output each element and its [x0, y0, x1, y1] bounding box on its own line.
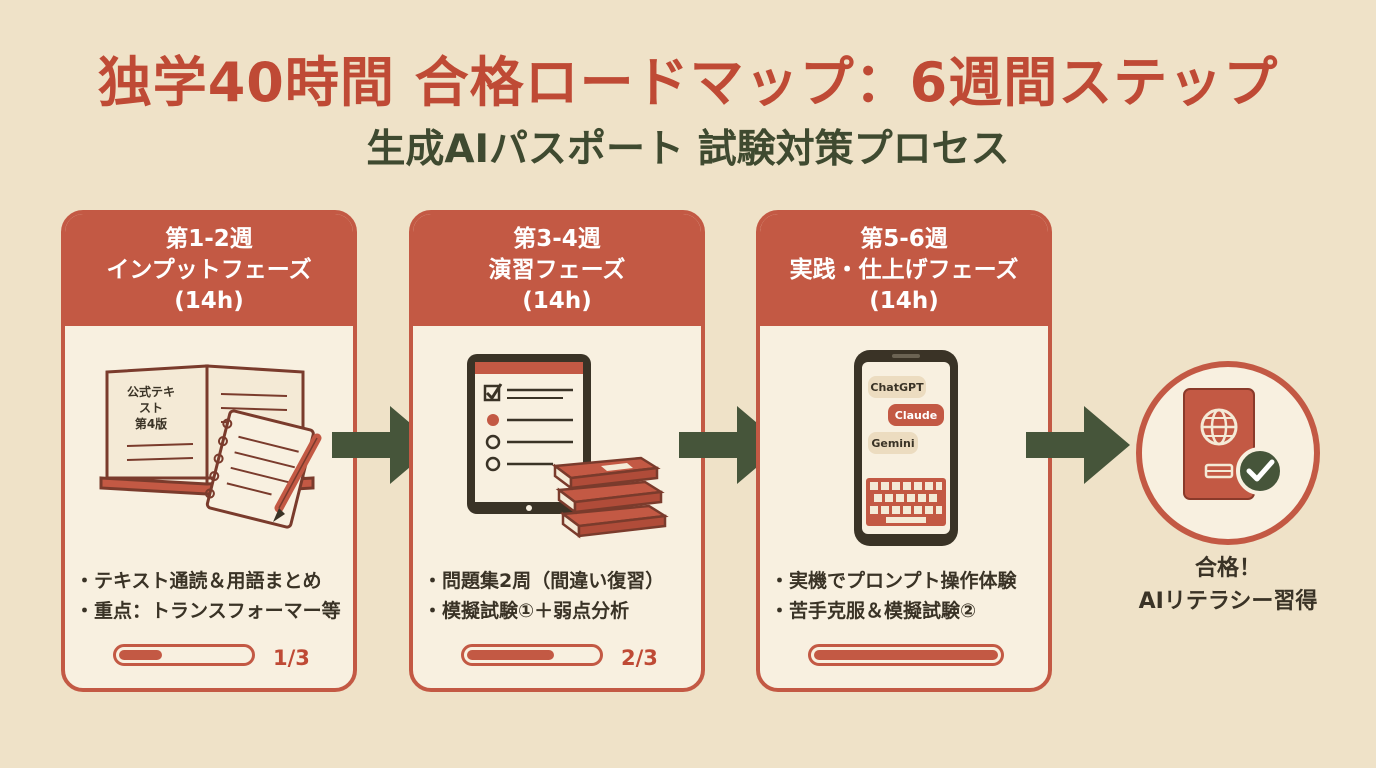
phase-card-header: 第3-4週 演習フェーズ (14h)	[413, 214, 701, 326]
phase-name: 実践・仕上げフェーズ	[789, 257, 1019, 283]
book-label-line1: 公式テキ	[127, 384, 175, 399]
phase-card-input: 第1-2週 インプットフェーズ (14h) 公式テキ スト 第4版	[61, 210, 357, 692]
goal-badge	[1136, 361, 1320, 545]
passport-check-icon	[1183, 388, 1284, 500]
bullet-item: 問題集2周（間違い復習）	[423, 566, 701, 596]
bullet-item: 苦手克服＆模擬試験②	[770, 596, 1048, 626]
goal-label: 合格！ AIリテラシー習得	[1100, 552, 1356, 618]
progress-fill	[119, 650, 162, 660]
page-subtitle: 生成AIパスポート 試験対策プロセス	[366, 127, 1010, 172]
phase-bullets: 問題集2周（間違い復習） 模擬試験①＋弱点分析	[423, 566, 701, 626]
bullet-item: 重点：トランスフォーマー等	[75, 596, 353, 626]
page-title: 独学40時間 合格ロードマップ：6週間ステップ	[97, 51, 1279, 114]
book-label-line3: 第4版	[135, 416, 167, 431]
chat-bubble-claude: Claude	[895, 409, 937, 422]
phase-card-final: 第5-6週 実践・仕上げフェーズ (14h) ChatGPT Claude Ge…	[756, 210, 1052, 692]
progress-fill	[814, 650, 998, 660]
progress-fill	[467, 650, 554, 660]
phase-week: 第1-2週	[165, 226, 253, 252]
phase-name: インプットフェーズ	[106, 257, 312, 283]
phase-bullets: 実機でプロンプト操作体験 苦手克服＆模擬試験②	[770, 566, 1048, 626]
goal-line2: AIリテラシー習得	[1138, 589, 1318, 614]
tablet-checklist-icon	[467, 354, 669, 539]
phase-week: 第3-4週	[513, 226, 601, 252]
phase-hours: (14h)	[522, 288, 592, 314]
chat-bubble-chatgpt: ChatGPT	[870, 381, 924, 394]
progress-label: 2/3	[621, 646, 658, 670]
goal-line1: 合格！	[1194, 556, 1261, 581]
book-label-line2: スト	[139, 401, 163, 415]
bullet-item: 実機でプロンプト操作体験	[770, 566, 1048, 596]
phase-hours: (14h)	[174, 288, 244, 314]
phase-card-header: 第1-2週 インプットフェーズ (14h)	[65, 214, 353, 326]
bullet-item: テキスト通読＆用語まとめ	[75, 566, 353, 596]
phase-card-header: 第5-6週 実践・仕上げフェーズ (14h)	[760, 214, 1048, 326]
bullet-item: 模擬試験①＋弱点分析	[423, 596, 701, 626]
chat-bubble-gemini: Gemini	[871, 437, 914, 450]
phase-week: 第5-6週	[860, 226, 948, 252]
progress-label: 1/3	[273, 646, 310, 670]
phase-name: 演習フェーズ	[488, 257, 626, 283]
progress-bar	[113, 644, 255, 666]
open-book-notebook-icon: 公式テキ スト 第4版	[99, 364, 322, 529]
phase-hours: (14h)	[869, 288, 939, 314]
progress-bar	[461, 644, 603, 666]
phase-card-practice: 第3-4週 演習フェーズ (14h) 問題集2	[409, 210, 705, 692]
arrow-right-icon	[1026, 406, 1130, 484]
phase-bullets: テキスト通読＆用語まとめ 重点：トランスフォーマー等	[75, 566, 353, 626]
smartphone-chat-icon: ChatGPT Claude Gemini	[854, 350, 958, 546]
progress-bar	[808, 644, 1004, 666]
